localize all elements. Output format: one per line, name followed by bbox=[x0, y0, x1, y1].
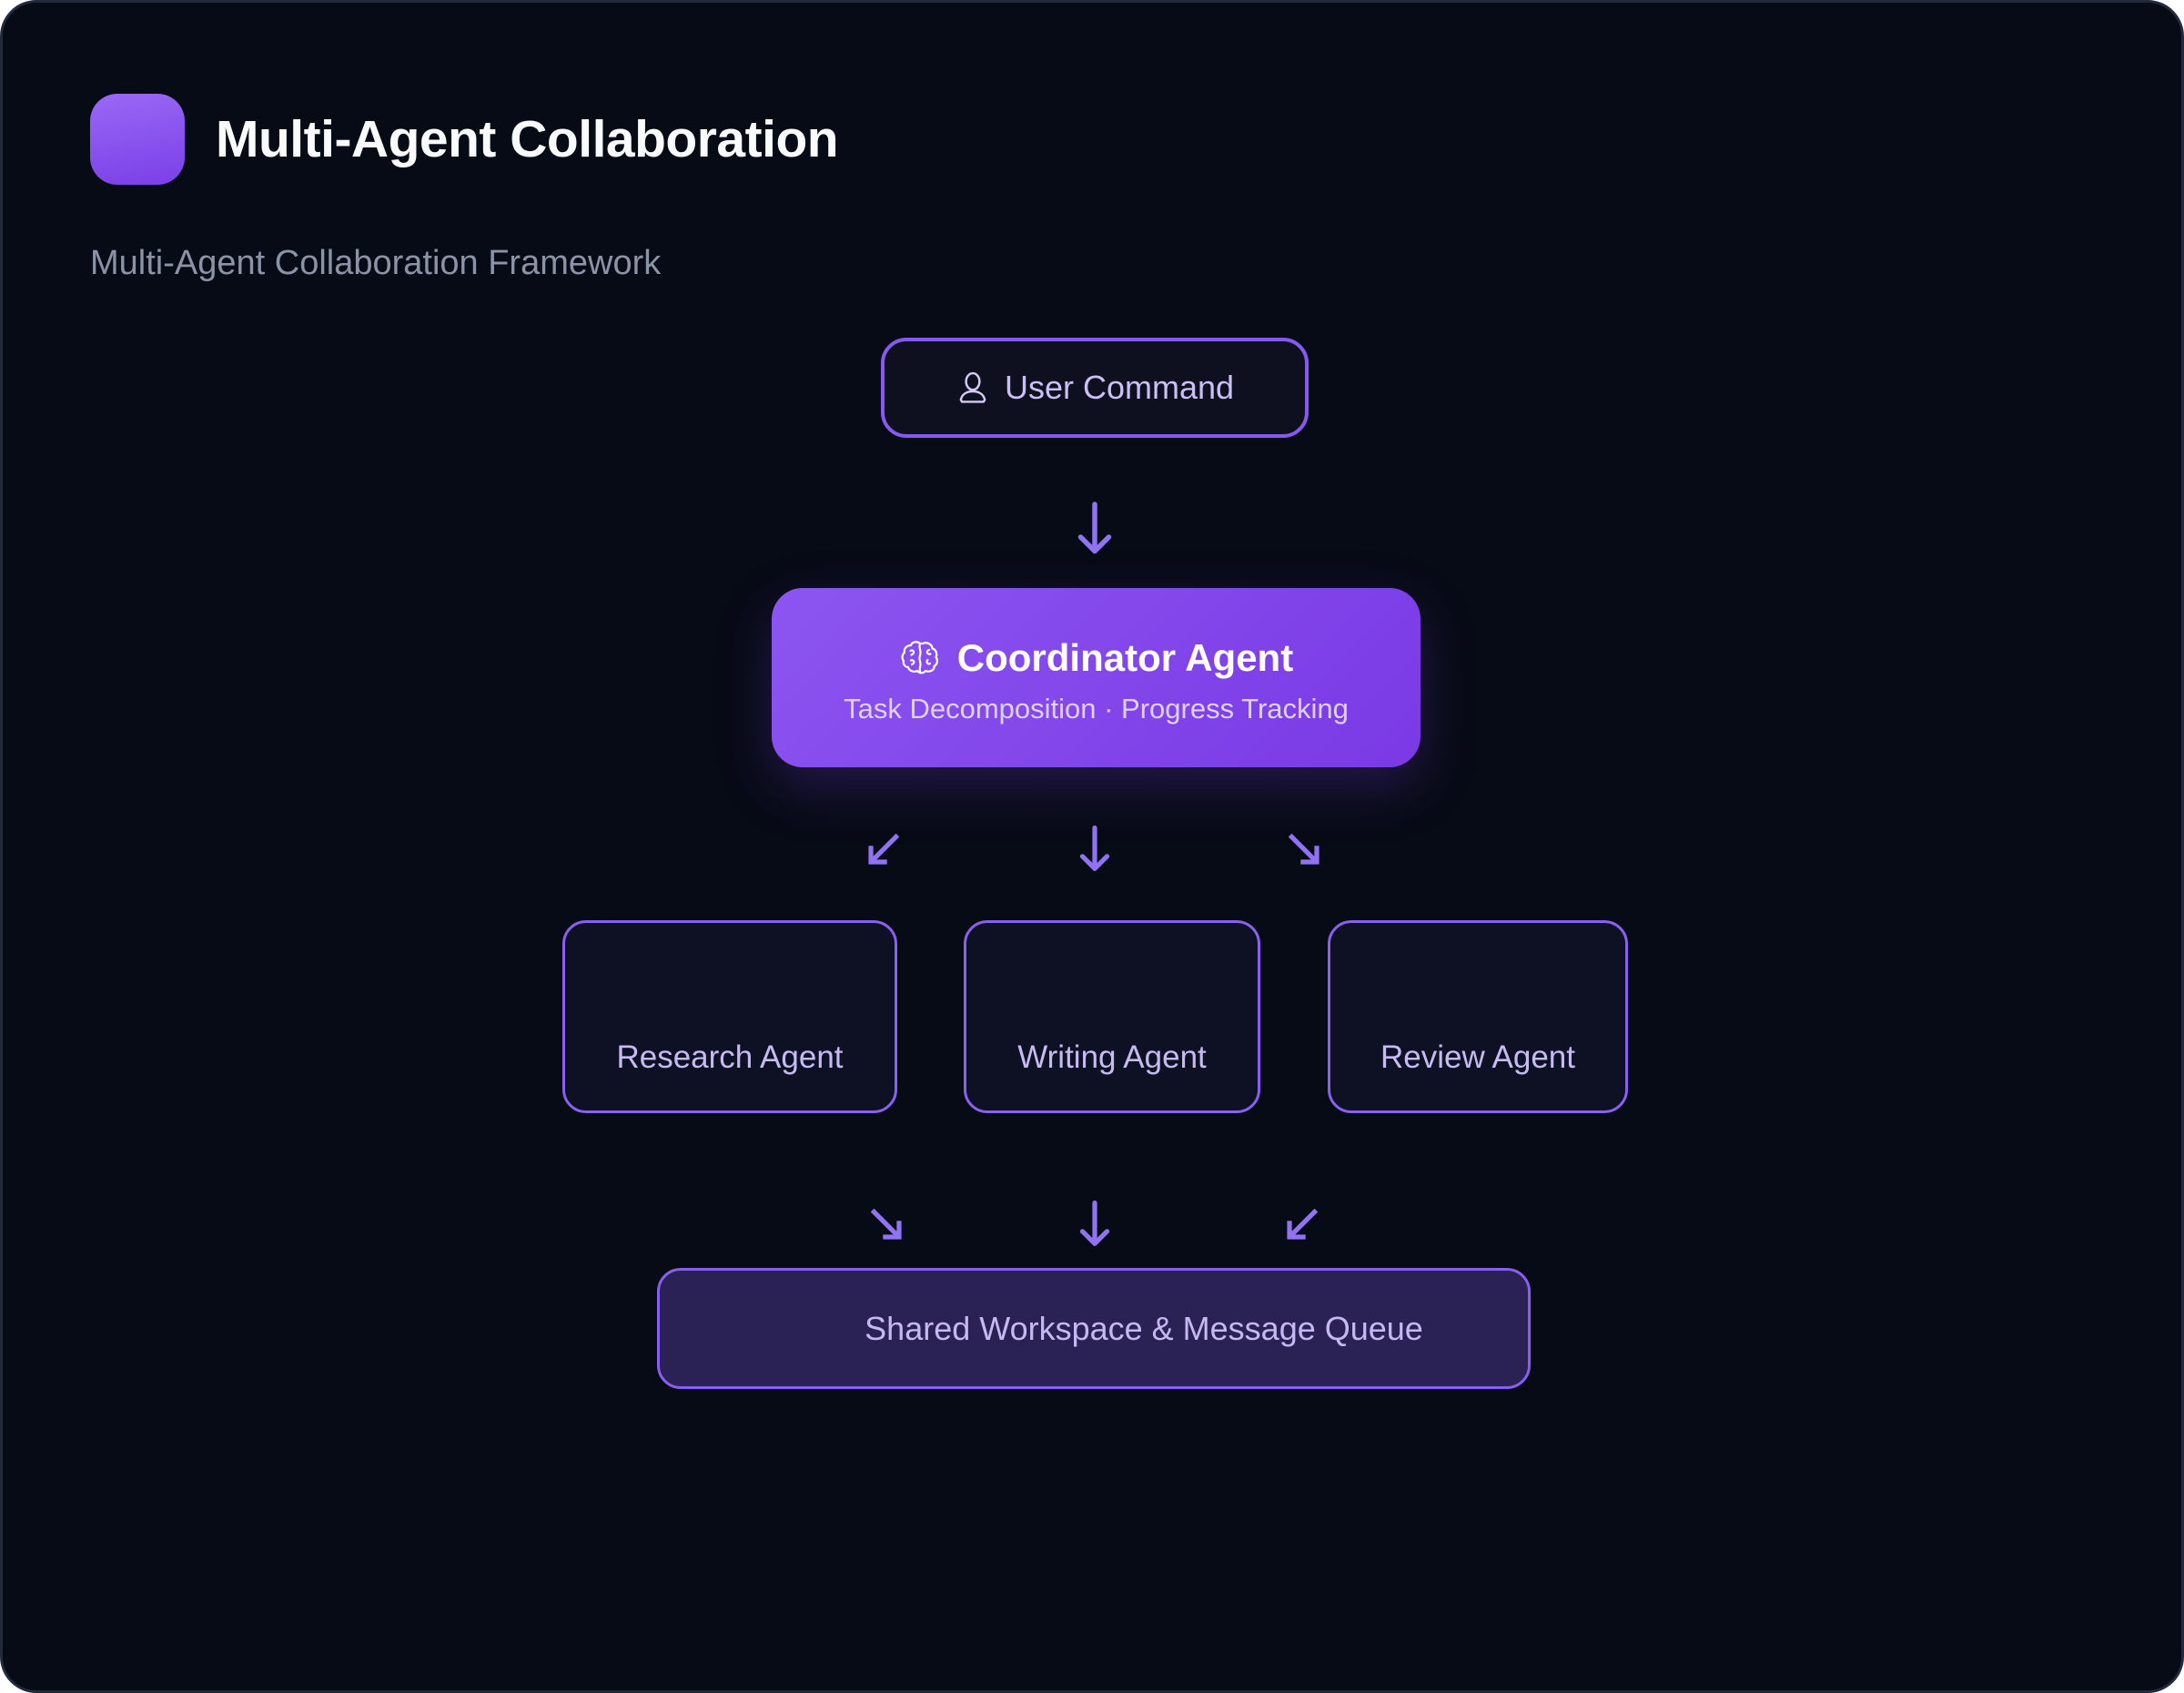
arrow-down-icon bbox=[1074, 820, 1116, 878]
app-logo-icon bbox=[90, 94, 185, 185]
review-agent-label: Review Agent bbox=[1380, 1039, 1576, 1075]
arrow-down-left-icon bbox=[848, 814, 919, 885]
coordinator-title: Coordinator Agent bbox=[956, 635, 1294, 679]
coordinator-title-row: Coordinator Agent bbox=[899, 636, 1293, 680]
node-shared-workspace: Shared Workspace & Message Queue bbox=[657, 1268, 1531, 1389]
coordinator-subtitle: Task Decomposition · Progress Tracking bbox=[844, 692, 1349, 725]
arrow-down-icon bbox=[1074, 500, 1116, 558]
node-review-agent: Review Agent bbox=[1328, 920, 1628, 1113]
shared-workspace-label: Shared Workspace & Message Queue bbox=[864, 1309, 1423, 1347]
brain-icon bbox=[899, 639, 941, 677]
node-coordinator-agent: Coordinator Agent Task Decomposition · P… bbox=[772, 588, 1421, 767]
arrow-down-icon bbox=[1074, 1195, 1116, 1253]
arrow-down-right-icon bbox=[851, 1189, 922, 1260]
node-writing-agent: Writing Agent bbox=[964, 920, 1260, 1113]
user-command-label: User Command bbox=[1004, 369, 1235, 406]
writing-agent-label: Writing Agent bbox=[1017, 1039, 1207, 1075]
page-subtitle: Multi-Agent Collaboration Framework bbox=[90, 244, 662, 282]
arrow-down-right-icon bbox=[1269, 814, 1340, 885]
node-user-command: User Command bbox=[881, 338, 1309, 438]
user-icon bbox=[956, 370, 990, 405]
research-agent-label: Research Agent bbox=[616, 1039, 844, 1075]
arrow-down-left-icon bbox=[1267, 1189, 1338, 1260]
header: Multi-Agent Collaboration bbox=[90, 94, 839, 185]
node-research-agent: Research Agent bbox=[562, 920, 897, 1113]
page-title: Multi-Agent Collaboration bbox=[216, 110, 839, 168]
